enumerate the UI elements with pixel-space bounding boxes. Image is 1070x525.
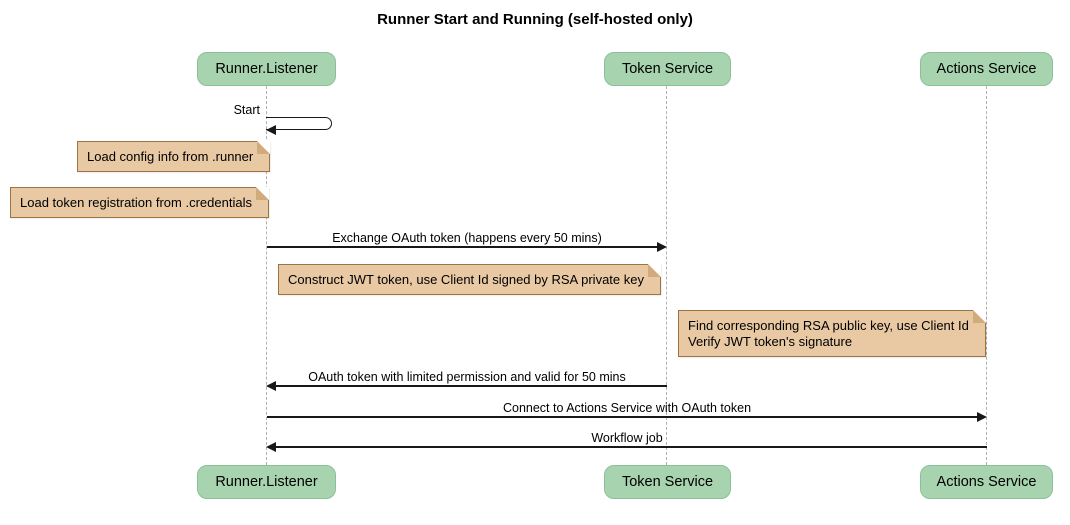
message-line [276, 385, 667, 387]
note-fold-icon [647, 264, 661, 277]
diagram-title: Runner Start and Running (self-hosted on… [377, 11, 693, 28]
note-fold-icon [255, 187, 269, 200]
note-text: Load token registration from .credential… [20, 195, 252, 210]
arrowhead-left-icon [266, 381, 276, 391]
message-line [267, 246, 658, 248]
note-load-config: Load config info from .runner [77, 141, 271, 172]
note-verify-jwt: Find corresponding RSA public key, use C… [678, 310, 986, 357]
participant-actions-service-top: Actions Service [920, 52, 1053, 86]
participant-token-service-top: Token Service [604, 52, 731, 86]
lifeline-token-service [666, 86, 667, 465]
note-text: Construct JWT token, use Client Id signe… [288, 272, 644, 287]
message-label-start: Start [233, 103, 260, 117]
arrowhead-right-icon [977, 412, 987, 422]
note-text-line: Verify JWT token's signature [688, 334, 853, 349]
participant-runner-listener-top: Runner.Listener [197, 52, 336, 86]
participant-label: Runner.Listener [215, 474, 318, 490]
participant-label: Runner.Listener [215, 61, 318, 77]
note-load-token-registration: Load token registration from .credential… [10, 187, 269, 218]
participant-label: Actions Service [936, 474, 1037, 490]
self-message-loop [266, 117, 332, 130]
note-construct-jwt: Construct JWT token, use Client Id signe… [278, 264, 661, 295]
message-label-oauth-token-back: OAuth token with limited permission and … [308, 370, 626, 384]
message-label-workflow-job: Workflow job [591, 431, 663, 445]
arrowhead-left-icon [266, 442, 276, 452]
participant-label: Token Service [621, 474, 714, 490]
lifeline-actions-service [986, 86, 987, 465]
arrowhead-left-icon [266, 125, 276, 135]
lifeline-runner-listener [266, 86, 267, 465]
participant-label: Actions Service [936, 61, 1037, 77]
message-label-connect-actions: Connect to Actions Service with OAuth to… [502, 401, 752, 415]
participant-runner-listener-bottom: Runner.Listener [197, 465, 336, 499]
message-line [267, 416, 977, 418]
participant-actions-service-bottom: Actions Service [920, 465, 1053, 499]
message-line [276, 446, 987, 448]
message-label-exchange-oauth: Exchange OAuth token (happens every 50 m… [332, 231, 602, 245]
note-text: Load config info from .runner [87, 149, 254, 164]
arrowhead-right-icon [657, 242, 667, 252]
participant-token-service-bottom: Token Service [604, 465, 731, 499]
note-fold-icon [257, 141, 271, 154]
note-fold-icon [972, 310, 986, 323]
participant-label: Token Service [621, 61, 714, 77]
note-text-line: Find corresponding RSA public key, use C… [688, 318, 969, 333]
